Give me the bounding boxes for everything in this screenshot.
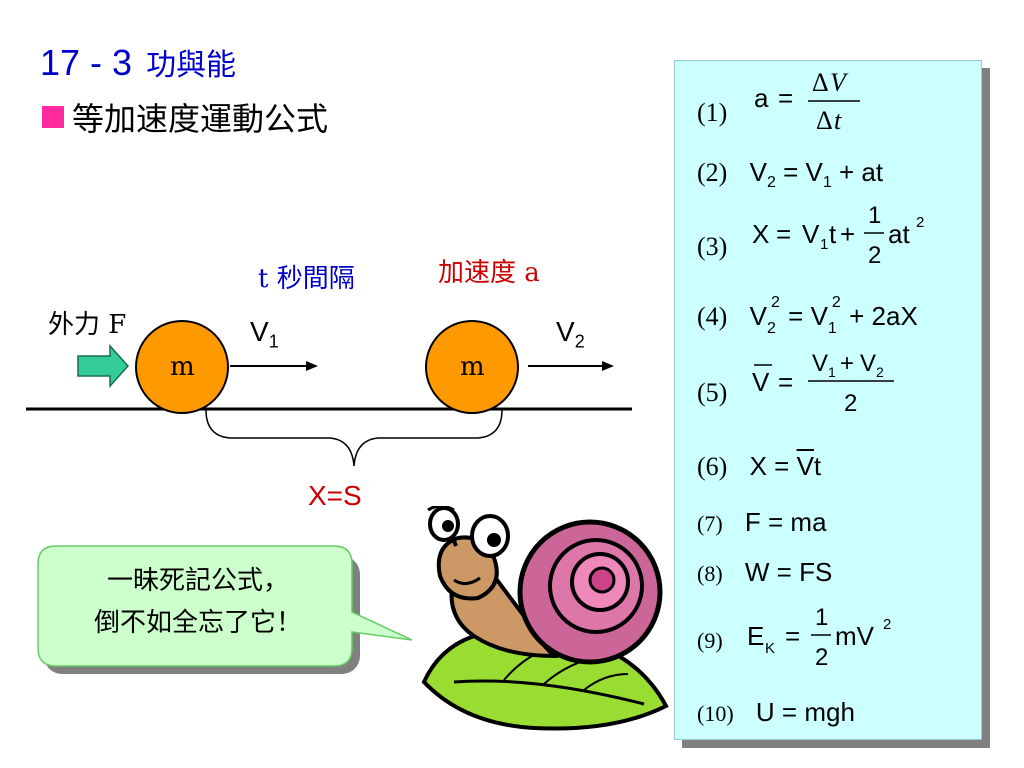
mass-ball-1 [135,320,229,414]
svg-text:2: 2 [868,242,881,269]
page-subtitle: 等加速度運動公式 [42,94,328,140]
force-arrow-icon [77,344,130,388]
svg-text:1: 1 [820,236,828,253]
svg-text:Δ: Δ [812,68,829,97]
speech-bubble [37,545,413,674]
svg-text:V: V [812,350,828,377]
svg-text:a: a [754,83,769,113]
svg-text:2: 2 [916,214,924,231]
svg-text:+: + [840,219,855,249]
svg-text:V: V [830,68,849,97]
svg-text:2: 2 [876,364,884,380]
formula-9-expression: E K = 1 2 mV 2 [747,604,891,671]
bubble-body [37,545,413,667]
formula-5: (5) V = V 1 + V 2 2 [697,350,930,433]
distance-brace [205,409,503,467]
time-interval-label: t 秒間隔 [258,264,355,294]
svg-text:t: t [829,219,837,249]
v2-arrowhead-icon [602,361,614,371]
svg-text:1: 1 [828,364,836,380]
svg-text:2: 2 [815,644,828,671]
formula-5-expression: V = V 1 + V 2 2 [752,350,894,417]
bubble-line-2: 倒不如全忘了它！ [93,608,302,638]
motion-diagram [26,320,632,467]
formula-3: (3) X = V 1 t + 1 2 at 2 [697,202,970,287]
formula-10: (10) U = mgh [697,697,855,727]
svg-text:1: 1 [868,202,881,229]
svg-text:mV: mV [835,621,875,651]
svg-text:=: = [785,621,800,651]
bubble-text: 一昧死記公式， 倒不如全忘了它！ [48,560,348,644]
svg-text:V: V [802,219,820,249]
v1-arrowhead-icon [306,361,318,371]
svg-text:=: = [778,367,793,397]
svg-text:=: = [778,83,793,113]
section-number: 17 - 3 [40,42,133,83]
v2-label: V2 [556,316,585,352]
formula-7: (7) F = ma [697,507,827,537]
bubble-line-1: 一昧死記公式， [106,566,289,596]
bullet-square-icon [42,106,64,128]
formula-2-expression: V2 = V1 + at [749,157,884,192]
formula-6-expression: X = Vt [749,451,822,481]
acceleration-label: 加速度 a [438,258,540,288]
formula-7-expression: F = ma [744,507,827,537]
svg-text:V: V [860,350,876,377]
formula-1: (1) a = Δ V Δ t [697,68,890,149]
svg-text:1: 1 [815,604,828,631]
formula-8: (8) W = FS [697,557,833,587]
svg-text:K: K [765,640,775,657]
formula-2: (2) V2 = V1 + at [697,157,884,192]
formula-6: (6) X = Vt [697,451,822,481]
svg-text:2: 2 [844,390,857,417]
svg-text:Δ: Δ [816,106,833,133]
svg-text:=: = [776,219,791,249]
snail-icon [421,506,669,731]
mass-label-1: m [170,352,195,382]
svg-text:E: E [747,621,764,651]
mass-label-2: m [460,352,485,382]
subtitle-text: 等加速度運動公式 [72,100,329,138]
svg-text:t: t [834,106,842,133]
formula-1-expression: a = Δ V Δ t [754,68,860,135]
v1-label: V1 [250,316,279,352]
force-label: 外力 F [48,310,127,340]
svg-text:+: + [840,350,854,377]
formula-3-expression: X = V 1 t + 1 2 at 2 [752,202,924,269]
svg-text:V: V [752,367,770,397]
formula-panel: (1) a = Δ V Δ t (2) V2 = V1 + at (3) X =… [674,60,982,740]
mass-ball-2 [425,320,519,414]
formula-9: (9) E K = 1 2 mV 2 [697,601,925,681]
svg-text:2: 2 [883,616,891,633]
formula-10-expression: U = mgh [755,697,855,727]
section-title: 功與能 [146,48,237,83]
formula-8-expression: W = FS [744,557,833,587]
distance-label: X=S [308,480,362,511]
page-title: 17 - 3 功與能 [40,40,236,84]
svg-text:X: X [752,219,769,249]
svg-text:at: at [888,219,910,249]
